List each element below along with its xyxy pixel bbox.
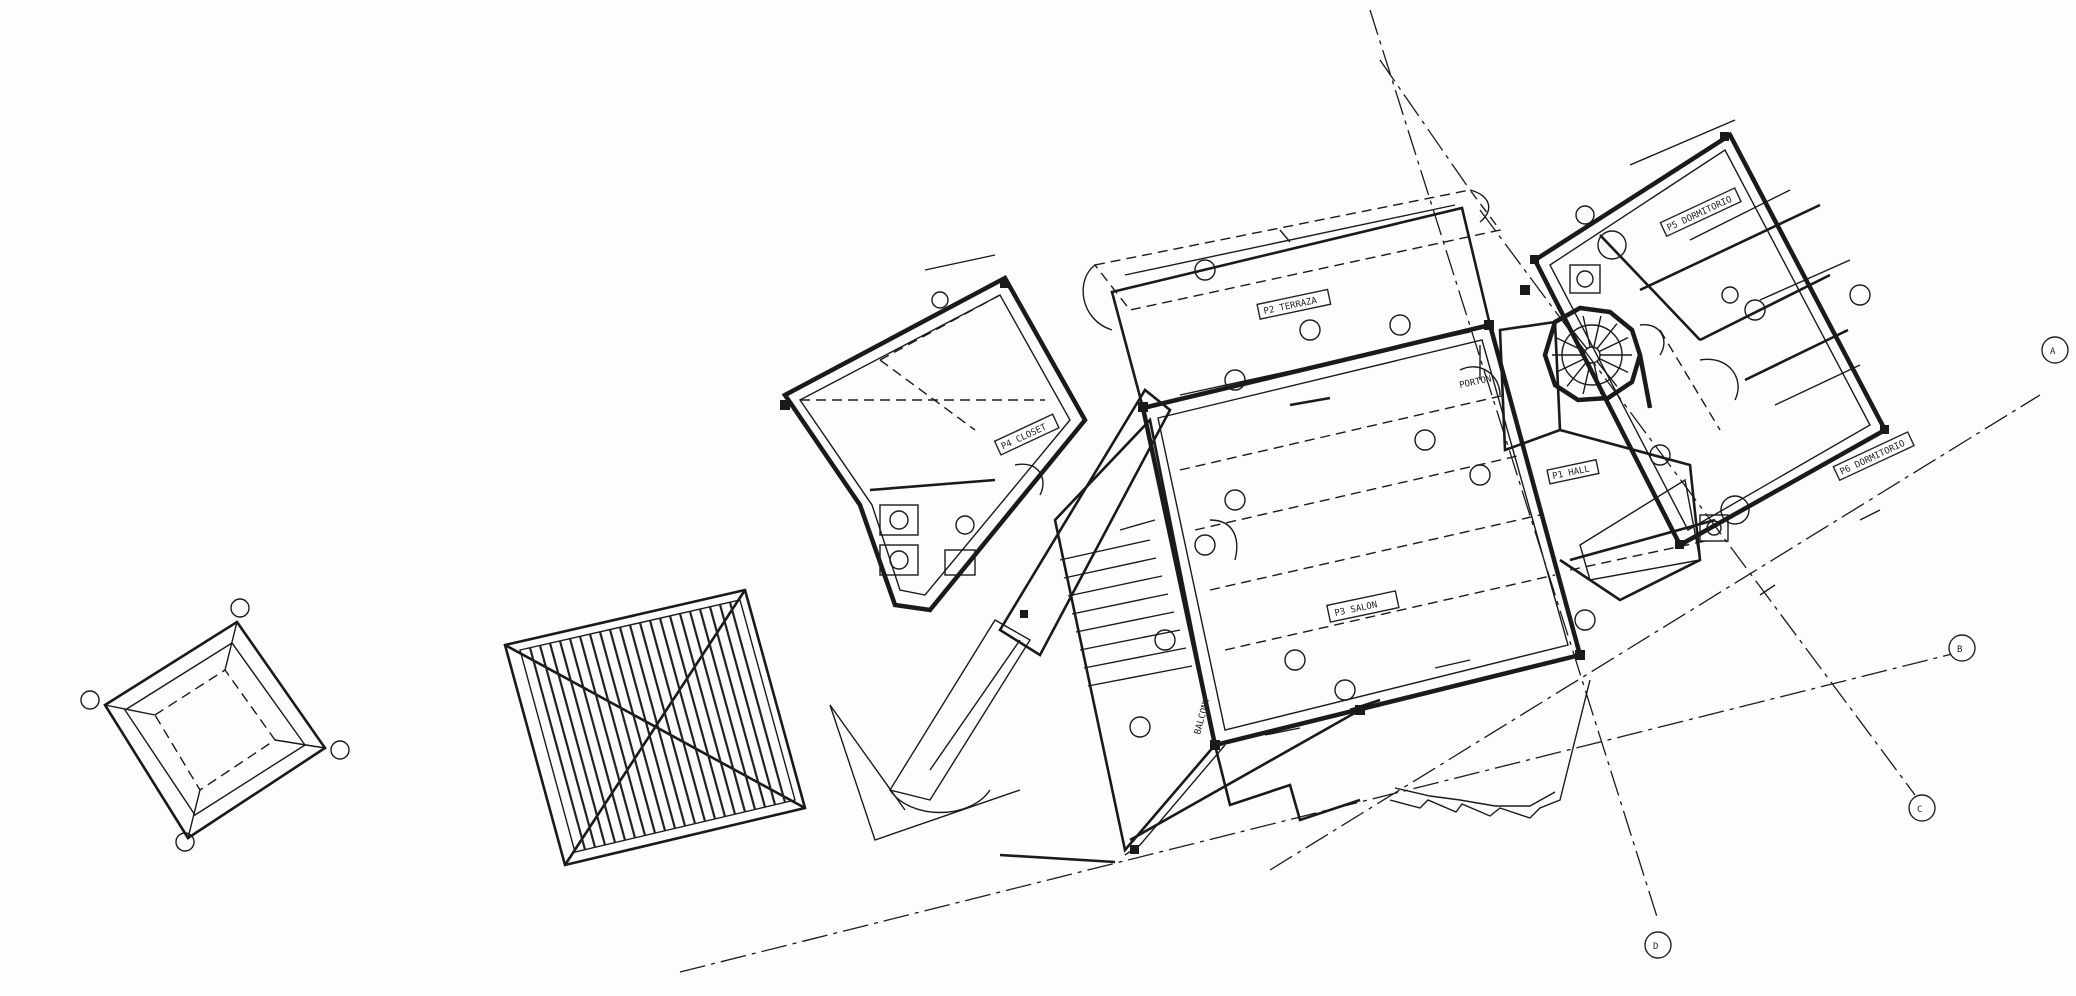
room-label: P5 DORMITORIO [1666,195,1734,234]
grid-marker-a: A [2041,336,2069,364]
stair-treads [1059,539,1193,687]
room-label: P6 DORMITORIO [1839,439,1907,478]
notes: PORTON BALCONY [1193,374,1492,735]
columns [780,132,1889,854]
room-tag-dormitorio-1: P5 DORMITORIO [1659,187,1742,238]
right-wing-walls [1532,131,1889,549]
terrace-roof-outline [1093,189,1502,311]
stepped-wall [1213,744,1361,822]
grid-marker-c: C [1908,794,1936,822]
axis-line-3 [1369,9,1659,921]
roof-hatch-lines [528,601,787,850]
room-tag-terraza: P2 TERRAZA [1256,288,1332,320]
axis-lines [679,9,2041,973]
grid-marker-d: D [1644,931,1672,959]
dimension-marks [924,119,1881,736]
left-wing-walls [781,274,1088,613]
grid-markers: A B C D [1644,336,2069,959]
room-tag-hall: P1 HALL [1546,458,1600,485]
grid-marker-label: C [1917,805,1922,815]
room-tag-salon: P3 SALON [1326,590,1400,623]
spiral-stair [1542,305,1653,409]
hatched-roof [503,588,807,867]
grid-marker-label: A [2050,347,2056,357]
grid-marker-b: B [1948,634,1976,662]
pavilion-small [80,598,350,852]
room-tag-closet: P4 CLOSET [993,413,1060,456]
grid-marker-label: B [1957,645,1962,655]
axis-line-1 [679,651,1961,973]
main-building [780,131,1889,864]
note-porton: PORTON [1459,374,1493,391]
door-swings [931,205,1871,738]
axis-line-5 [1379,59,1471,191]
axis-line-2 [1269,394,2041,871]
grid-marker-label: D [1653,942,1658,952]
axis-line-4 [1479,209,1916,796]
